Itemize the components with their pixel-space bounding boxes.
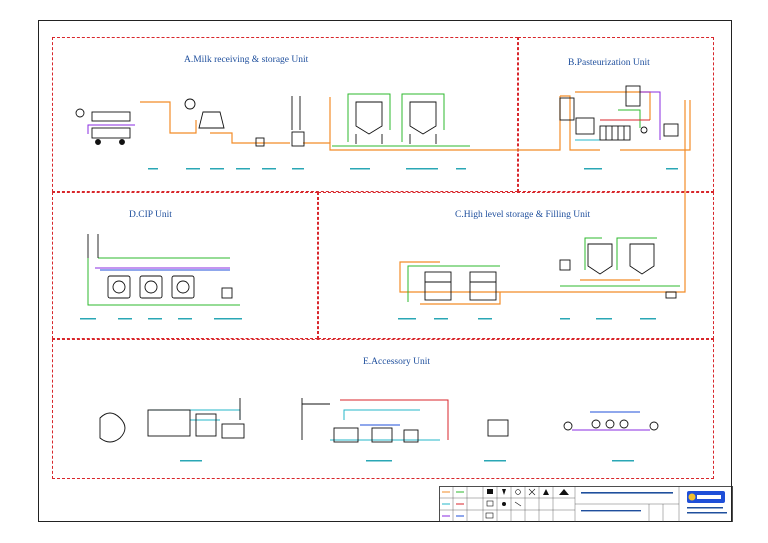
filling-machine-1 [424, 271, 452, 301]
chiller-unit [147, 409, 191, 437]
unit-c-equipment [424, 243, 677, 301]
unit-a-equipment [75, 96, 437, 147]
unit-c-high-level-storage [318, 192, 714, 339]
blue-lines [100, 269, 640, 426]
cip-lines [87, 93, 680, 306]
unit-d-cip [52, 192, 318, 339]
cooler-icon [291, 131, 305, 147]
high-level-tank-1 [587, 243, 613, 275]
air-compressor [563, 421, 573, 431]
unit-e-title: E.Accessory Unit [363, 357, 431, 367]
flow-meter-icon [75, 108, 85, 118]
high-level-tank-2 [629, 243, 655, 275]
filling-machine-2 [469, 271, 497, 301]
cip-alkali-tank [139, 275, 163, 299]
water-treatment-box [487, 419, 509, 437]
filter-icon [255, 137, 265, 147]
cip-pump [221, 287, 233, 299]
refrigeration-compressor [99, 412, 126, 443]
milk-tanker-truck-1 [91, 111, 131, 122]
cip-hot-water-tank [171, 275, 195, 299]
cip-acid-tank [107, 275, 131, 299]
unit-e-equipment [99, 398, 659, 443]
raw-milk-tank-1 [355, 101, 383, 135]
equipment-tag-marks [80, 168, 678, 462]
water-lines [150, 139, 600, 441]
vacuum-lines [87, 91, 661, 431]
deaerator-icon [184, 98, 196, 110]
unit-c-title: C.High level storage & Filling Unit [455, 210, 591, 220]
milk-tanker-truck-2 [91, 127, 131, 139]
weighing-tank [198, 111, 225, 129]
legend-symbols [442, 488, 569, 519]
steam-lines [340, 119, 650, 440]
balance-tank-icon [575, 117, 595, 135]
hot-water-unit [625, 85, 641, 107]
drawing-frame [38, 20, 732, 522]
homogenizer-icon [663, 123, 679, 137]
unit-a-milk-receiving [52, 37, 518, 192]
raw-milk-tank-2 [409, 101, 437, 135]
unit-e-accessory [52, 339, 714, 479]
unit-d-equipment [87, 234, 233, 299]
unit-b-title: B.Pasteurization Unit [568, 58, 650, 68]
steam-boiler [333, 427, 359, 443]
unit-d-title: D.CIP Unit [129, 210, 172, 220]
ice-water-tank [221, 423, 245, 439]
unit-b-equipment [559, 85, 679, 141]
plate-heat-exchanger [599, 125, 631, 141]
unit-b-pasteurization [518, 37, 714, 192]
unit-a-title: A.Milk receiving & storage Unit [184, 55, 309, 65]
title-block [439, 486, 733, 522]
company-logo [687, 491, 727, 514]
